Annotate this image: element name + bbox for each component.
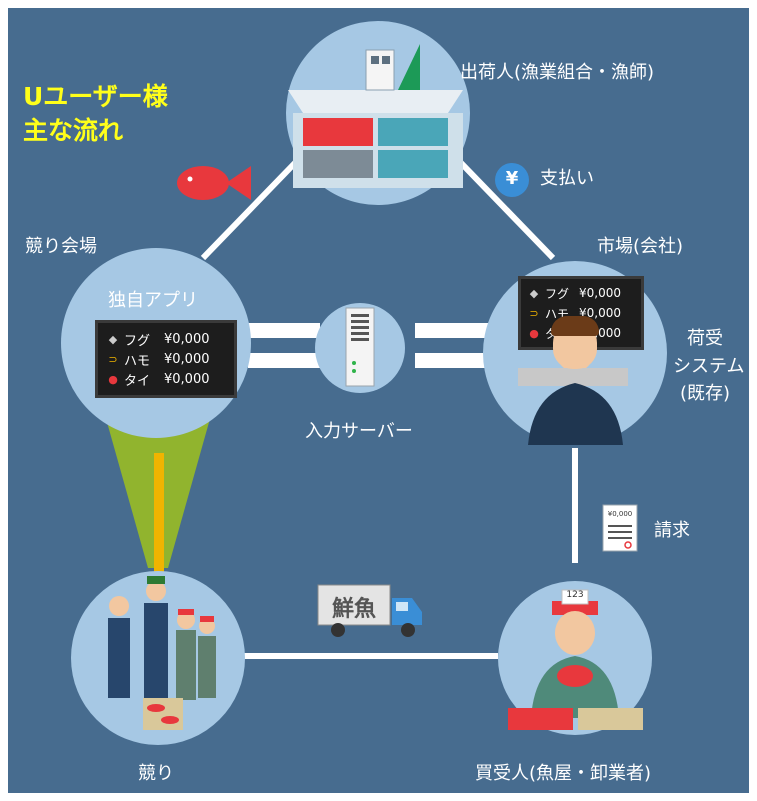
invoice-amount: ¥0,000 <box>607 510 633 518</box>
arrow-app-server-bottom <box>248 353 320 368</box>
title-line-1: Uユーザー様 <box>23 82 168 111</box>
app-label: 独自アプリ <box>108 290 198 311</box>
hamo-icon: ⊃ <box>529 306 539 320</box>
server-illustration <box>345 307 375 387</box>
item-name: タイ <box>124 373 151 389</box>
buyer-cap-number: 123 <box>566 590 584 600</box>
item-price: ¥0,000 <box>164 371 210 387</box>
receiving-system-label: 荷受 システム (既存) <box>673 328 745 405</box>
item-price: ¥0,000 <box>579 286 621 300</box>
price-row: ⊃ ハモ ¥0,000 <box>106 349 226 369</box>
input-server-label: 入力サーバー <box>305 421 413 442</box>
tai-icon: ● <box>529 326 539 340</box>
auction-people-illustration <box>108 576 216 730</box>
title-line-2: 主な流れ <box>23 116 124 145</box>
price-row: ● タイ ¥0,000 <box>106 369 226 389</box>
truck-sign: 鮮魚 <box>331 596 376 622</box>
yen-coin-icon <box>495 163 529 197</box>
flow-title: Uユーザー様 主な流れ <box>23 80 168 148</box>
auction-label: 競り <box>138 763 174 784</box>
item-price: ¥0,000 <box>164 351 210 367</box>
buyer-illustration <box>508 589 643 730</box>
app-price-board: ◆ フグ ¥0,000 ⊃ ハモ ¥0,000 ● タイ ¥0,000 <box>95 320 237 398</box>
auction-hall-label: 競り会場 <box>25 236 97 257</box>
receiving-line-3: (既存) <box>679 383 731 405</box>
operator-hair <box>551 316 599 336</box>
beam-pole <box>154 453 164 583</box>
receiving-line-1: 荷受 <box>687 328 723 349</box>
arrow-server-market-top <box>415 323 488 338</box>
boat-illustration <box>288 44 463 188</box>
market-label: 市場(会社) <box>597 236 684 257</box>
invoice-label: 請求 <box>654 520 690 541</box>
arrow-server-market-bottom <box>415 353 488 368</box>
fugu-icon: ◆ <box>529 286 539 300</box>
yen-symbol: ¥ <box>505 168 519 189</box>
flow-diagram: Uユーザー様 主な流れ 出荷人(漁業組合・漁師) 競り会場 独自アプリ 市場(会… <box>8 8 749 793</box>
arrow-app-server-top <box>248 323 320 338</box>
hamo-icon: ⊃ <box>108 352 118 366</box>
item-name: フグ <box>124 333 151 349</box>
payment-label: 支払い <box>540 168 594 189</box>
receiving-line-2: システム <box>673 355 745 377</box>
item-name: ハモ <box>124 353 151 369</box>
item-price: ¥0,000 <box>164 331 210 347</box>
fugu-icon: ◆ <box>108 332 118 346</box>
buyer-label: 買受人(魚屋・卸業者) <box>475 763 652 784</box>
tai-icon: ● <box>108 372 118 386</box>
shipper-label: 出荷人(漁業組合・漁師) <box>460 62 655 83</box>
price-row: ◆ フグ ¥0,000 <box>106 329 226 349</box>
fish-icon <box>177 166 251 200</box>
truck-illustration <box>317 584 422 637</box>
invoice-icon <box>602 504 638 552</box>
item-name: フグ <box>545 286 570 301</box>
price-row: ◆ フグ ¥0,000 <box>527 283 635 303</box>
